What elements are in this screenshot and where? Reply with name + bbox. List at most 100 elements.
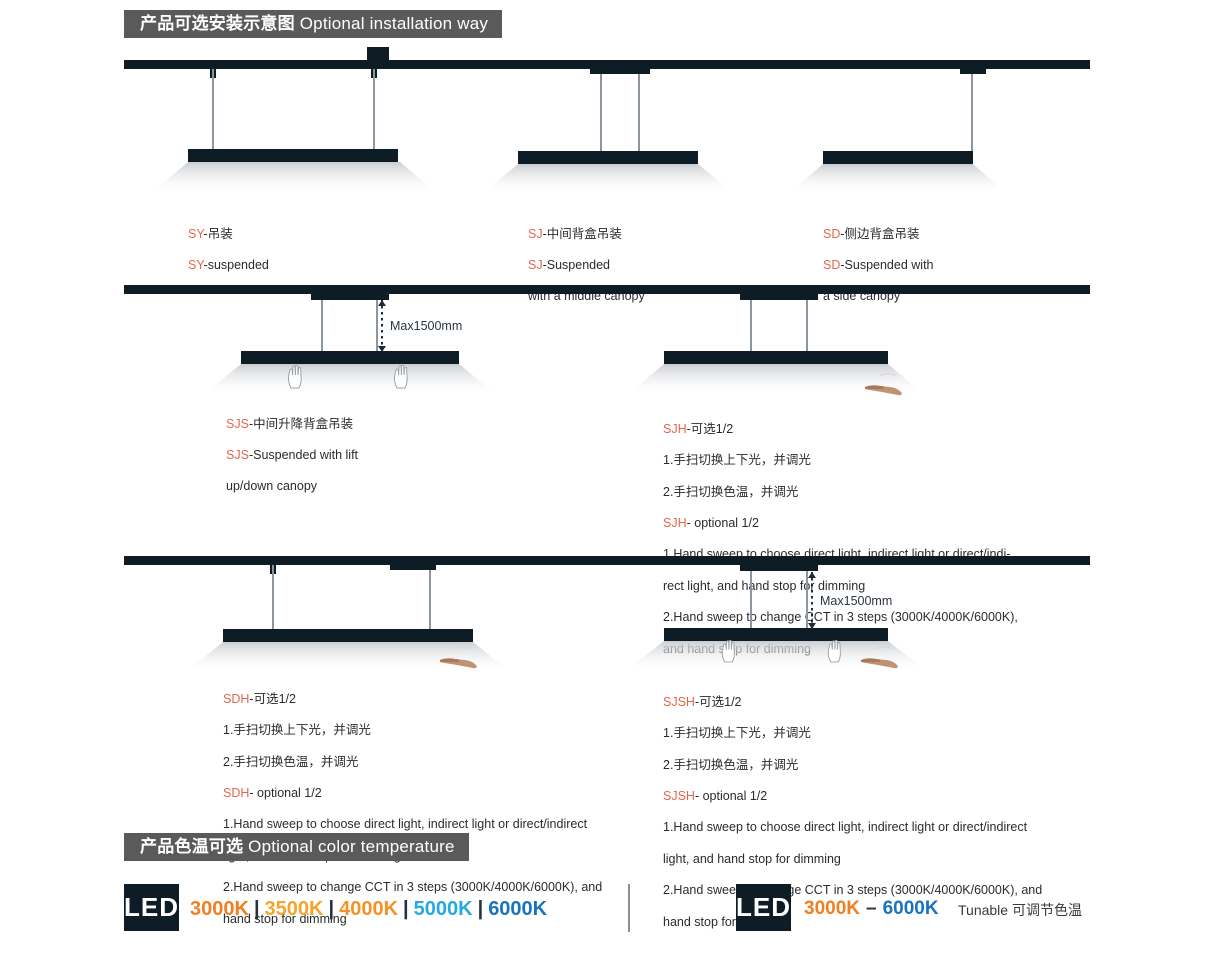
arrow-down-icon (808, 623, 816, 629)
light-beam (789, 164, 1007, 194)
suspension-wire (376, 300, 378, 352)
cct-fixed-steps: 3000K | 3500K | 4000K | 5000K | 6000K (190, 898, 547, 921)
light-beam (202, 364, 498, 396)
caption-line: SDH- optional 1/2 (223, 785, 322, 800)
arrow-down-icon (378, 346, 386, 352)
caption-line: SY-吊装 (188, 226, 233, 241)
suspension-wire (750, 300, 752, 352)
dimension-dotted-line (811, 572, 813, 629)
hand-lift-icon (720, 639, 739, 669)
caption-line: up/down canopy (226, 478, 318, 493)
caption-line: rect light, and hand stop for dimming (663, 578, 866, 593)
caption-line: 1.Hand sweep to choose direct light, ind… (663, 820, 1028, 835)
section-header-cct-en: Optional color temperature (248, 837, 455, 856)
caption-line: 1.手扫切换上下光，并调光 (663, 726, 811, 741)
caption-line: SJS-中间升降背盒吊装 (226, 416, 354, 431)
caption-line: SJ-Suspended (528, 257, 611, 272)
led-badge-label: LED (736, 892, 791, 922)
luminaire-body (664, 351, 888, 364)
cct-step-3000k: 3000K (190, 898, 249, 920)
caption-sjs: SJS-中间升降背盒吊装 SJS-Suspended with lift up/… (226, 401, 358, 510)
caption-sjsh: SJSH-可选1/2 1.手扫切换上下光，并调光 2.手扫切换色温，并调光 SJ… (663, 679, 1042, 946)
cct-separator: | (403, 898, 409, 920)
suspension-wire (806, 300, 808, 352)
cct-step-5000k: 5000K (413, 898, 473, 920)
cct-range-from: 3000K (804, 898, 860, 919)
lift-canopy (740, 559, 818, 571)
light-beam (150, 162, 438, 194)
luminaire-body (664, 628, 888, 641)
hand-sweep-icon (437, 645, 485, 676)
suspension-wire (806, 571, 808, 629)
light-beam (626, 641, 926, 671)
caption-sy: SY-吊装 SY-suspended (188, 211, 269, 289)
side-canopy (390, 559, 436, 570)
led-badge-tunable: LED (736, 884, 791, 931)
cct-step-6000k: 6000K (488, 898, 548, 920)
caption-line: 2.手扫切换色温，并调光 (663, 484, 799, 499)
caption-sj: SJ-中间背盒吊装 SJ-Suspended with a middle can… (528, 211, 645, 320)
hand-lift-icon (826, 639, 845, 669)
suspension-wire (321, 300, 323, 352)
hand-lift-icon (392, 364, 412, 395)
section-header-installation-en: Optional installation way (299, 14, 489, 33)
cct-step-4000k: 4000K (339, 898, 399, 920)
cct-separator: | (253, 898, 260, 920)
caption-line: SJSH- optional 1/2 (663, 788, 768, 803)
light-beam (186, 642, 510, 672)
middle-canopy (740, 288, 818, 300)
light-beam (626, 364, 926, 396)
cct-range-to: 6000K (882, 898, 939, 919)
led-badge-label: LED (124, 892, 179, 922)
hand-lift-icon (286, 364, 306, 395)
suspension-wire (373, 69, 375, 150)
caption-line: 2.Hand sweep to change CCT in 3 steps (3… (663, 883, 1043, 898)
vertical-divider (628, 884, 630, 932)
cct-separator: | (477, 898, 484, 920)
caption-sd: SD-侧边背盒吊装 SD-Suspended with a side canop… (823, 211, 934, 320)
cct-step-3500k: 3500K (264, 898, 324, 920)
section-header-installation: 产品可选安装示意图 Optional installation way (124, 10, 503, 38)
caption-line: 2.Hand sweep to change CCT in 3 steps (3… (663, 610, 1018, 625)
suspension-wire (429, 570, 431, 630)
caption-line: SD-侧边背盒吊装 (823, 226, 920, 241)
section-header-color-temperature: 产品色温可选 Optional color temperature (124, 833, 469, 861)
caption-line: 2.手扫切换色温，并调光 (663, 757, 799, 772)
ceiling-line-row2 (124, 285, 1090, 294)
luminaire-body (188, 149, 398, 162)
cct-tunable-note: Tunable 可调节色温 (958, 902, 1082, 918)
caption-line: 2.Hand sweep to change CCT in 3 steps (3… (223, 880, 603, 895)
led-badge-fixed: LED (124, 884, 179, 931)
dimension-label: Max1500mm (390, 319, 463, 333)
caption-line: 1.手扫切换上下光，并调光 (663, 453, 811, 468)
side-canopy (960, 62, 986, 74)
cct-separator: | (328, 898, 335, 920)
suspension-wire (600, 74, 602, 152)
caption-line: light, and hand stop for dimming (663, 851, 841, 866)
caption-line: 1.手扫切换上下光，并调光 (223, 723, 371, 738)
cct-tunable-range: 3000K – 6000K (804, 898, 939, 920)
suspension-wire (750, 571, 752, 629)
caption-line: SJ-中间背盒吊装 (528, 226, 622, 241)
caption-line: SY-suspended (188, 257, 269, 272)
lift-canopy (311, 288, 389, 300)
cct-range-dash: – (866, 898, 877, 919)
caption-line: SJS-Suspended with lift (226, 447, 359, 462)
suspension-wire (638, 74, 640, 152)
dimension-label: Max1500mm (820, 593, 893, 608)
dimension-dotted-line (381, 300, 383, 352)
suspension-wire (971, 74, 973, 152)
ceiling-junction-box (367, 47, 389, 60)
suspension-wire (272, 565, 274, 630)
caption-line: SDH-可选1/2 (223, 691, 296, 706)
caption-line: SJSH-可选1/2 (663, 694, 742, 709)
luminaire-body (823, 151, 973, 164)
light-beam (482, 164, 734, 194)
section-header-cct-cn: 产品色温可选 (140, 837, 244, 856)
luminaire-body (518, 151, 698, 164)
suspension-wire (212, 69, 214, 150)
hand-sweep-icon (858, 645, 906, 676)
caption-line: 1.Hand sweep to choose direct light, ind… (223, 817, 588, 832)
ceiling-line-row3 (124, 556, 1090, 565)
